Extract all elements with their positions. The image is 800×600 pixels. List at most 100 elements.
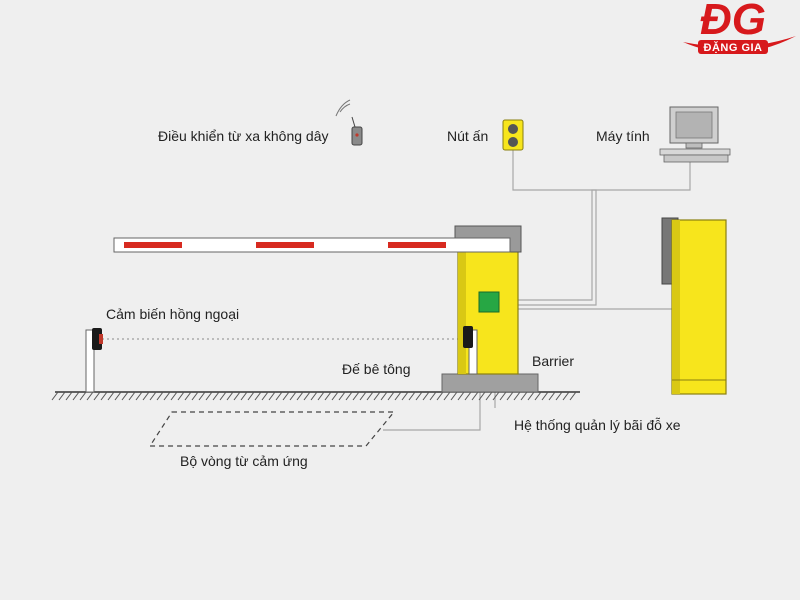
monitor-stand xyxy=(685,142,703,149)
monitor-screen xyxy=(675,111,713,139)
computer-label: Máy tính xyxy=(596,128,650,144)
controller-board xyxy=(478,291,500,313)
ground-hatch-mark xyxy=(275,391,283,401)
cabinet-body xyxy=(671,219,727,395)
ground-hatch-mark xyxy=(86,391,94,401)
sensor-pole xyxy=(85,329,95,393)
ground-hatch-mark xyxy=(534,391,542,401)
ground-hatch-mark xyxy=(541,391,549,401)
ground-hatch-mark xyxy=(93,391,101,401)
boom-stripe xyxy=(256,242,314,248)
signal-wave xyxy=(339,103,351,113)
ground-hatch-mark xyxy=(352,391,360,401)
ground-hatch-mark xyxy=(373,391,381,401)
ground-hatch-mark xyxy=(478,391,486,401)
ground-hatch-mark xyxy=(107,391,115,401)
ir-sensor-label: Cảm biến hồng ngoại xyxy=(106,306,239,322)
ground-hatch-mark xyxy=(345,391,353,401)
ground-hatch-mark xyxy=(296,391,304,401)
ground-hatch-mark xyxy=(562,391,570,401)
ground-hatch-mark xyxy=(163,391,171,401)
ground-hatch-mark xyxy=(184,391,192,401)
ground-hatch-mark xyxy=(324,391,332,401)
button-bottom xyxy=(508,137,518,147)
computer-base xyxy=(663,154,729,163)
ground-hatch-mark xyxy=(205,391,213,401)
boom-stripe xyxy=(388,242,446,248)
concrete-base xyxy=(441,373,539,393)
ground-hatch-mark xyxy=(366,391,374,401)
sensor-head xyxy=(92,328,102,350)
ground-hatch-mark xyxy=(513,391,521,401)
ground-hatch-mark xyxy=(457,391,465,401)
ground-hatch-mark xyxy=(499,391,507,401)
ground-hatch xyxy=(51,391,577,401)
ground-hatch-mark xyxy=(520,391,528,401)
ground-hatch-mark xyxy=(338,391,346,401)
connection-wires xyxy=(383,150,691,431)
ground-hatch-mark xyxy=(471,391,479,401)
keyboard xyxy=(659,148,731,156)
boom-arm xyxy=(113,237,511,253)
ground-hatch-mark xyxy=(443,391,451,401)
ground-hatch-mark xyxy=(100,391,108,401)
computer-wire xyxy=(500,162,691,301)
ground-hatch-mark xyxy=(142,391,150,401)
barrier-body-shade xyxy=(458,248,466,374)
ground-hatch-mark xyxy=(492,391,500,401)
brand-logo: ĐG ĐẶNG GIA xyxy=(683,0,796,54)
ground-hatch-mark xyxy=(191,391,199,401)
computer xyxy=(659,106,731,163)
ground-hatch-mark xyxy=(128,391,136,401)
ground-hatch-mark xyxy=(408,391,416,401)
ground-hatch-mark xyxy=(247,391,255,401)
button-label: Nút ấn xyxy=(447,128,488,144)
ground-hatch-mark xyxy=(450,391,458,401)
cabinet-body-shade xyxy=(672,220,680,394)
button-top xyxy=(508,124,518,134)
ground-hatch-mark xyxy=(149,391,157,401)
parking-management-cabinet xyxy=(661,217,727,395)
ground-hatch-mark xyxy=(79,391,87,401)
barrier-label: Barrier xyxy=(532,353,574,369)
logo-mark: ĐG xyxy=(700,0,766,44)
parking-system-label: Hệ thống quản lý bãi đỗ xe xyxy=(514,417,681,433)
concrete-base-label: Đế bê tông xyxy=(342,361,411,377)
ground-hatch-mark xyxy=(394,391,402,401)
ground-hatch-mark xyxy=(331,391,339,401)
ground-hatch-mark xyxy=(72,391,80,401)
ground-hatch-mark xyxy=(485,391,493,401)
signal-wave xyxy=(335,99,351,117)
sensor-lens xyxy=(99,334,103,344)
ground-hatch-mark xyxy=(121,391,129,401)
ground-hatch-mark xyxy=(415,391,423,401)
ground-hatch-mark xyxy=(261,391,269,401)
ground-hatch-mark xyxy=(268,391,276,401)
ground-hatch-mark xyxy=(254,391,262,401)
ground-hatch-mark xyxy=(240,391,248,401)
ground-hatch-mark xyxy=(219,391,227,401)
ground xyxy=(51,391,580,401)
ground-hatch-mark xyxy=(359,391,367,401)
ground-hatch-mark xyxy=(303,391,311,401)
ground-hatch-mark xyxy=(429,391,437,401)
ground-hatch-mark xyxy=(65,391,73,401)
ground-hatch-mark xyxy=(170,391,178,401)
ground-hatch-mark xyxy=(506,391,514,401)
ground-hatch-mark xyxy=(555,391,563,401)
ground-hatch-mark xyxy=(310,391,318,401)
ground-hatch-mark xyxy=(569,391,577,401)
ground-hatch-mark xyxy=(289,391,297,401)
remote-antenna xyxy=(351,116,356,128)
logo-name: ĐẶNG GIA xyxy=(704,41,763,54)
ir-sensor-post xyxy=(85,328,103,393)
button-box xyxy=(502,119,524,151)
ground-hatch-mark xyxy=(198,391,206,401)
ground-hatch-mark xyxy=(422,391,430,401)
ground-hatch-mark xyxy=(156,391,164,401)
induction-loop xyxy=(148,411,396,447)
ground-hatch-mark xyxy=(177,391,185,401)
ground-hatch-mark xyxy=(51,391,59,401)
